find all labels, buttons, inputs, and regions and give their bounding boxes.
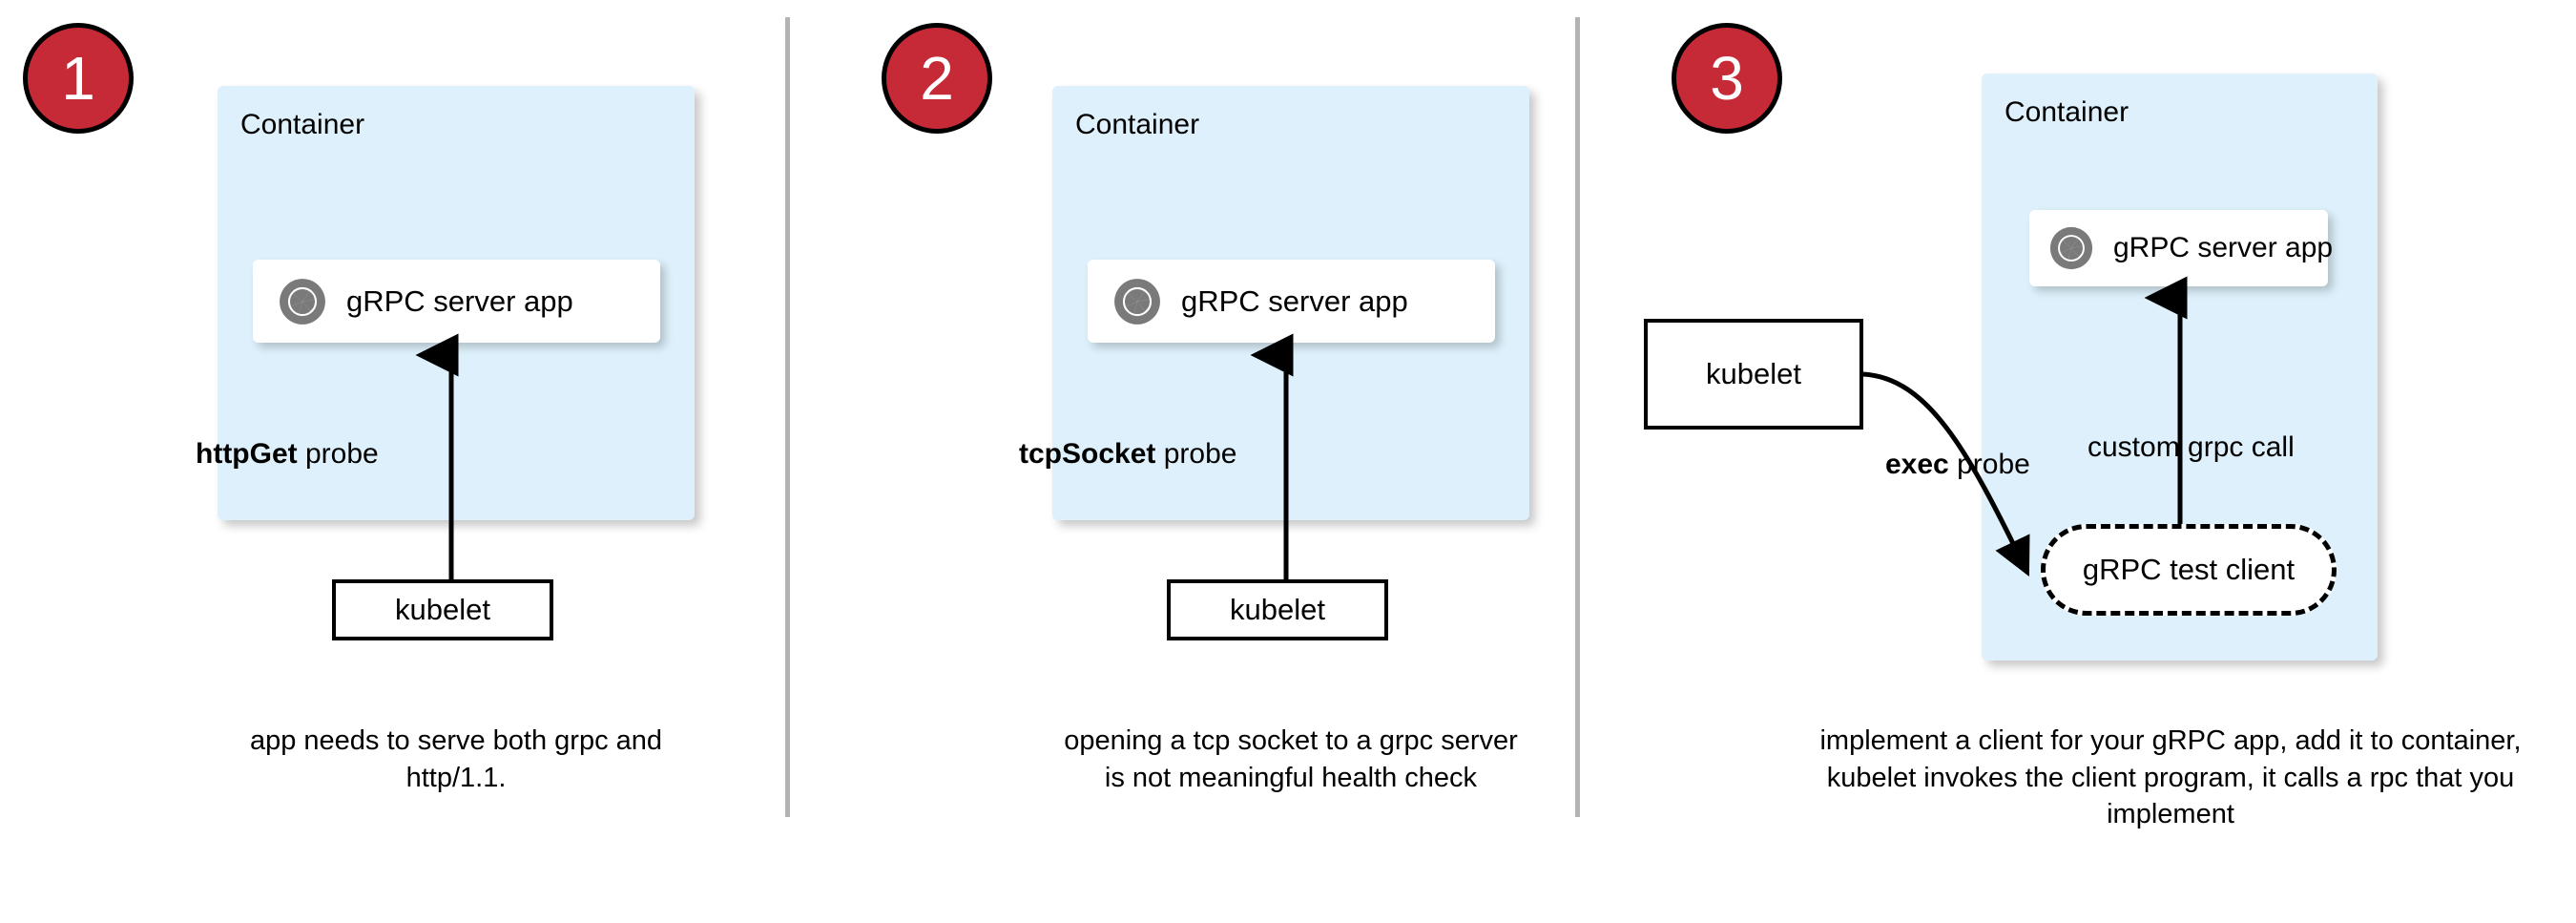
- panel-caption-1: app needs to serve both grpc and http/1.…: [249, 725, 663, 793]
- container-label: Container: [1075, 109, 1200, 140]
- probe-label-rest: probe: [297, 438, 379, 470]
- grpc-test-client-box: gRPC test client: [2041, 524, 2337, 616]
- step-badge-1: 1: [23, 23, 134, 134]
- grpc-test-client-label: gRPC test client: [2082, 553, 2296, 586]
- probe-label-strong: httpGet: [196, 438, 298, 470]
- step-badge-number: 1: [61, 44, 95, 113]
- kubelet-label: kubelet: [1706, 357, 1801, 390]
- probe-label-strong: tcpSocket: [1019, 438, 1156, 470]
- probe-label-panel-2: tcpSocket probe: [1019, 438, 1236, 471]
- custom-grpc-call-label: custom grpc call: [2088, 431, 2295, 463]
- step-badge-2: 2: [882, 23, 992, 134]
- probe-label-panel-1: httpGet probe: [196, 438, 379, 471]
- kubelet-box-2: kubelet: [1167, 579, 1388, 640]
- kubelet-box-3: kubelet: [1644, 319, 1863, 430]
- panel-caption-3: implement a client for your gRPC app, ad…: [1819, 725, 2522, 830]
- panel-caption-2: opening a tcp socket to a grpc server is…: [1064, 725, 1518, 793]
- container-label: Container: [2005, 96, 2129, 128]
- grpc-shutter-icon: [1114, 278, 1160, 325]
- app-card-label: gRPC server app: [346, 283, 573, 318]
- probe-label-strong: exec: [1885, 449, 1949, 480]
- panel-divider-1: [785, 17, 790, 817]
- grpc-server-app-card-1: gRPC server app: [253, 260, 660, 343]
- step-badge-number: 2: [920, 44, 954, 113]
- app-card-label: gRPC server app: [1181, 283, 1408, 318]
- step-badge-3: 3: [1672, 23, 1782, 134]
- kubelet-label: kubelet: [1230, 593, 1325, 626]
- probe-label-rest: probe: [1155, 438, 1237, 470]
- container-label: Container: [240, 109, 365, 140]
- probe-label-rest: probe: [1948, 449, 2030, 480]
- grpc-server-app-card-2: gRPC server app: [1088, 260, 1495, 343]
- step-badge-number: 3: [1710, 44, 1744, 113]
- kubelet-box-1: kubelet: [332, 579, 553, 640]
- grpc-shutter-icon: [280, 278, 325, 325]
- kubelet-label: kubelet: [395, 593, 490, 626]
- grpc-server-app-card-3: gRPC server app: [2029, 210, 2333, 286]
- app-card-label: gRPC server app: [2113, 232, 2334, 263]
- panel-divider-2: [1575, 17, 1580, 817]
- exec-probe-label: exec probe: [1885, 449, 2030, 481]
- grpc-shutter-icon: [2049, 226, 2093, 270]
